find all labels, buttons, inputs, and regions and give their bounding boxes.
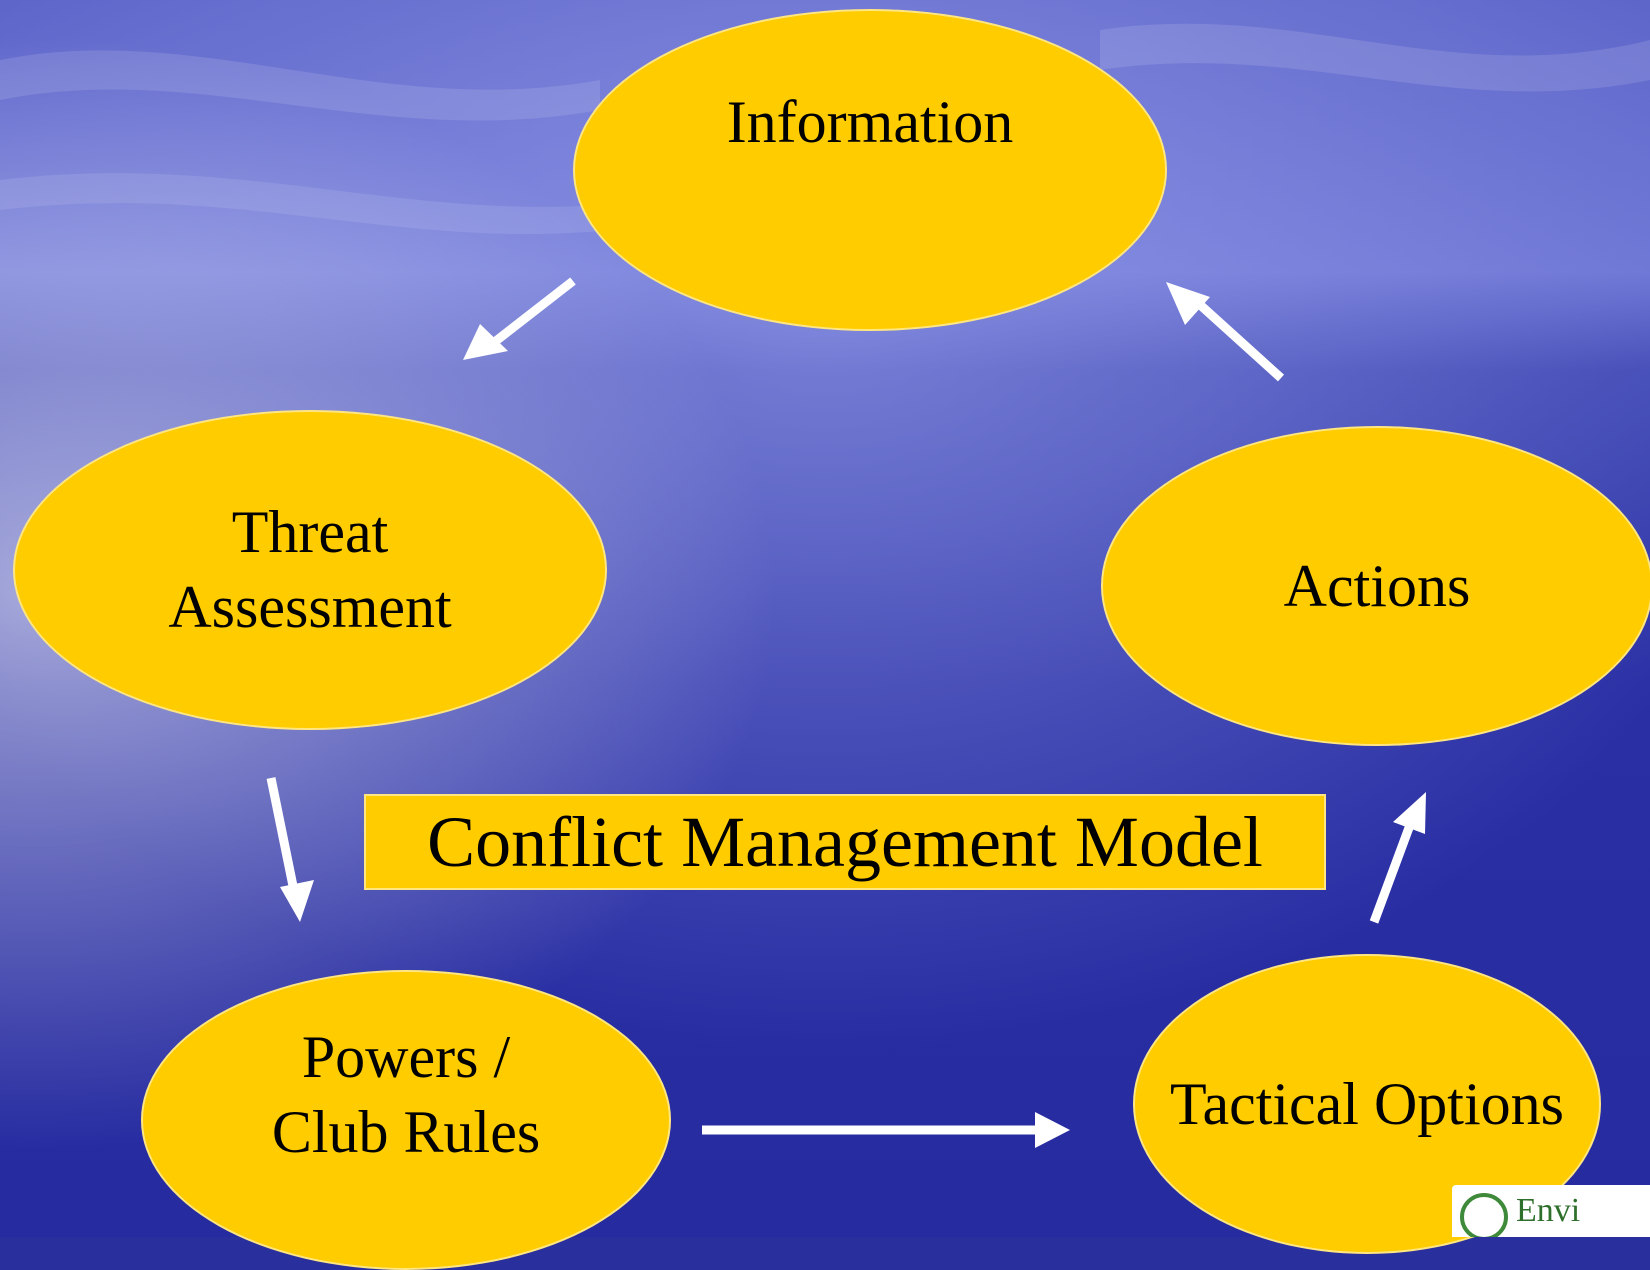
arrows-layer	[266, 277, 1426, 1148]
arrow-threat-to-powers	[266, 777, 314, 922]
logo-text: Envi	[1516, 1192, 1581, 1229]
tree-logo-icon	[1460, 1193, 1508, 1237]
node-actions: Actions	[1101, 426, 1650, 746]
diagram-title: Conflict Management Model	[364, 794, 1326, 890]
node-threat-assessment: Threat Assessment	[13, 410, 607, 730]
arrow-information-to-threat	[463, 277, 576, 360]
node-label-threat-assessment: Threat Assessment	[168, 499, 452, 640]
node-label-actions: Actions	[1283, 552, 1471, 619]
node-label-powers-club-rules: Powers / Club Rules	[271, 1024, 541, 1165]
node-information: Information	[573, 9, 1167, 331]
arrow-tactical-to-actions	[1369, 792, 1426, 924]
logo: Envi	[1452, 1185, 1650, 1237]
node-powers-club-rules: Powers / Club Rules	[141, 970, 671, 1270]
node-label-tactical-options: Tactical Options	[1169, 1070, 1564, 1137]
node-label-information: Information	[726, 89, 1014, 155]
arrow-actions-to-information	[1166, 282, 1285, 382]
diagram-title-text: Conflict Management Model	[427, 801, 1263, 882]
arrow-powers-to-tactical	[702, 1112, 1070, 1148]
